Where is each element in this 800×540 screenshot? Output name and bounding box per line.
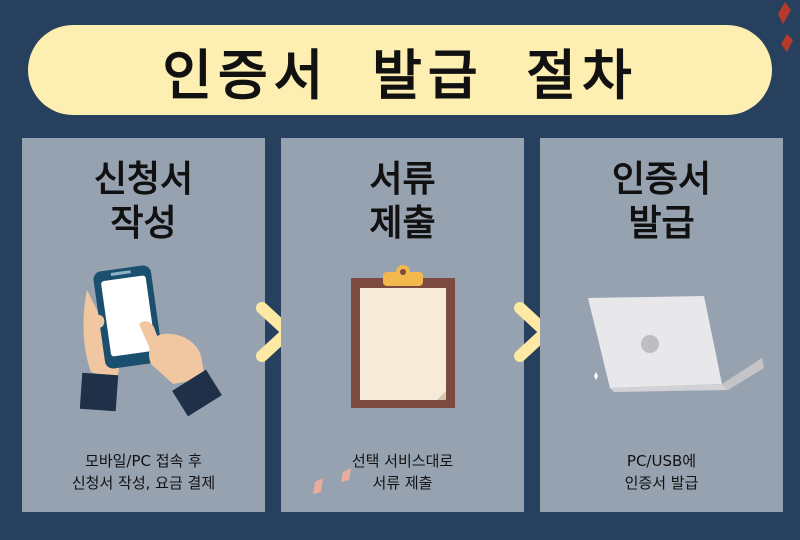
step-title-line: 서류	[369, 159, 436, 200]
step-desc-line: PC/USB에	[626, 452, 697, 470]
diamond-decoration	[313, 468, 351, 494]
step-desc-line: 인증서 발급	[624, 474, 699, 492]
step-title-line: 신청서	[93, 159, 194, 200]
step-card-application: 신청서 작성 모바일/PC 접속 후 신청서 작성, 요금 결제	[22, 138, 265, 512]
smartphone-in-hands-icon	[79, 265, 222, 417]
step-desc-line: 신청서 작성, 요금 결제	[71, 474, 216, 492]
step-desc-line: 서류 제출	[372, 474, 433, 492]
step-desc-line: 모바일/PC 접속 후	[85, 452, 202, 470]
step-title: 서류 제출	[281, 158, 524, 246]
title-banner: 인증서 발급 절차	[28, 25, 772, 115]
step-title: 인증서 발급	[540, 158, 783, 246]
step-card-issuance: 인증서 발급 PC/USB에 인증서 발급	[540, 138, 783, 512]
step-desc-line: 선택 서비스대로	[351, 452, 454, 470]
step-description: PC/USB에 인증서 발급	[540, 450, 783, 494]
step-title-line: 제출	[369, 203, 436, 244]
clipboard-icon	[351, 265, 455, 408]
step-card-submission: 서류 제출 선택 서비스대로 서류 제출	[281, 138, 524, 512]
page-title: 인증서 발급 절차	[162, 43, 638, 107]
step-title-line: 작성	[110, 203, 177, 244]
step-title: 신청서 작성	[22, 158, 265, 246]
laptop-icon	[588, 296, 764, 392]
step-title-line: 발급	[628, 203, 695, 244]
step-description: 선택 서비스대로 서류 제출	[281, 450, 524, 494]
step-title-line: 인증서	[611, 159, 712, 200]
step-description: 모바일/PC 접속 후 신청서 작성, 요금 결제	[22, 450, 265, 494]
corner-diamond-decoration	[778, 2, 793, 52]
